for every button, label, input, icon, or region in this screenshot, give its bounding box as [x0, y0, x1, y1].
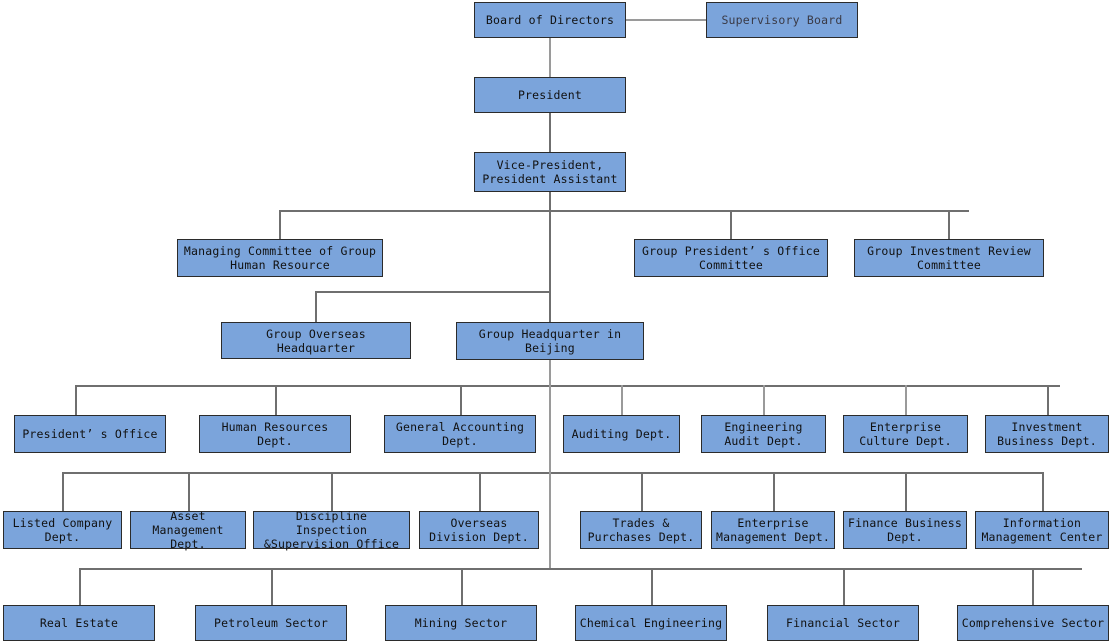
- org-node-chemical-engineering[interactable]: Chemical Engineering: [575, 605, 727, 641]
- org-node-enterprise-culture[interactable]: Enterprise Culture Dept.: [843, 415, 968, 453]
- connector-hq-bar: [315, 291, 550, 293]
- connector-drop-auditing: [621, 385, 623, 415]
- connector-drop-overseas-hq: [315, 291, 317, 322]
- connector-row6-bar: [62, 472, 1042, 474]
- org-node-discipline-inspection[interactable]: Discipline Inspection &Supervision Offic…: [253, 509, 410, 551]
- org-node-mining-sector[interactable]: Mining Sector: [385, 605, 537, 641]
- connector-board-to-supervisory: [626, 19, 706, 21]
- connector-row5-bar: [75, 385, 1060, 387]
- connector-drop-engineering-audit: [763, 385, 765, 415]
- org-node-board[interactable]: Board of Directors: [474, 2, 626, 38]
- connector-committee-bar-upper: [279, 210, 969, 212]
- org-node-petroleum-sector[interactable]: Petroleum Sector: [195, 605, 347, 641]
- connector-mid-trunk: [549, 385, 551, 511]
- org-node-president[interactable]: President: [474, 77, 626, 113]
- connector-drop-asset-management: [188, 472, 190, 511]
- connector-drop-trades-purchases: [641, 472, 643, 511]
- connector-vp-trunk: [549, 192, 551, 322]
- connector-drop-finance-business: [905, 472, 907, 511]
- connector-drop-gp-office: [730, 210, 732, 239]
- org-node-overseas-hq[interactable]: Group Overseas Headquarter: [221, 322, 411, 359]
- org-node-engineering-audit[interactable]: Engineering Audit Dept.: [701, 415, 826, 453]
- org-node-trades-purchases[interactable]: Trades & Purchases Dept.: [580, 511, 702, 549]
- connector-drop-financial: [843, 568, 845, 605]
- connector-drop-comprehensive: [1032, 568, 1034, 605]
- connector-drop-general-accounting: [460, 385, 462, 415]
- org-node-comprehensive-sector[interactable]: Comprehensive Sector: [957, 605, 1109, 641]
- org-node-general-accounting[interactable]: General Accounting Dept.: [384, 415, 536, 453]
- connector-drop-mining: [461, 568, 463, 605]
- connector-row7-bar: [79, 568, 1082, 570]
- connector-lower-trunk: [549, 472, 551, 568]
- org-node-real-estate[interactable]: Real Estate: [3, 605, 155, 641]
- connector-board-to-president: [549, 38, 551, 77]
- connector-drop-gp-invest: [948, 210, 950, 239]
- org-node-gp-office-comm[interactable]: Group President’ s Office Committee: [634, 239, 828, 277]
- org-node-mc-hr[interactable]: Managing Committee of Group Human Resour…: [177, 239, 383, 277]
- connector-drop-petroleum: [271, 568, 273, 605]
- org-node-enterprise-management[interactable]: Enterprise Management Dept.: [711, 511, 835, 549]
- connector-drop-information-mgmt: [1042, 472, 1044, 511]
- org-node-auditing[interactable]: Auditing Dept.: [563, 415, 680, 453]
- connector-drop-human-resources: [275, 385, 277, 415]
- connector-drop-presidents-office: [75, 385, 77, 415]
- org-node-investment-business[interactable]: Investment Business Dept.: [985, 415, 1109, 453]
- connector-drop-overseas-division: [479, 472, 481, 511]
- connector-drop-mc-hr: [279, 210, 281, 239]
- connector-drop-listed-company: [62, 472, 64, 511]
- org-node-vice-president[interactable]: Vice-President, President Assistant: [474, 152, 626, 192]
- connector-drop-enterprise-culture: [905, 385, 907, 415]
- org-node-finance-business[interactable]: Finance Business Dept.: [843, 511, 967, 549]
- connector-beijing-trunk: [549, 360, 551, 386]
- org-node-gp-invest-comm[interactable]: Group Investment Review Committee: [854, 239, 1044, 277]
- org-node-financial-sector[interactable]: Financial Sector: [767, 605, 919, 641]
- org-node-presidents-office[interactable]: President’ s Office: [14, 415, 166, 453]
- connector-drop-enterprise-mgmt: [773, 472, 775, 511]
- connector-drop-discipline: [331, 472, 333, 511]
- connector-drop-chemical: [651, 568, 653, 605]
- connector-president-to-vp: [549, 113, 551, 152]
- org-node-beijing-hq[interactable]: Group Headquarter in Beijing: [456, 322, 644, 360]
- connector-drop-real-estate: [79, 568, 81, 605]
- org-node-supervisory[interactable]: Supervisory Board: [706, 2, 858, 38]
- org-node-overseas-division[interactable]: Overseas Division Dept.: [419, 511, 539, 549]
- org-node-listed-company[interactable]: Listed Company Dept.: [3, 511, 122, 549]
- connector-drop-investment-business: [1047, 385, 1049, 415]
- org-node-asset-management[interactable]: Asset Management Dept.: [130, 509, 246, 551]
- org-node-information-management[interactable]: Information Management Center: [975, 511, 1109, 549]
- org-node-human-resources[interactable]: Human Resources Dept.: [199, 415, 351, 453]
